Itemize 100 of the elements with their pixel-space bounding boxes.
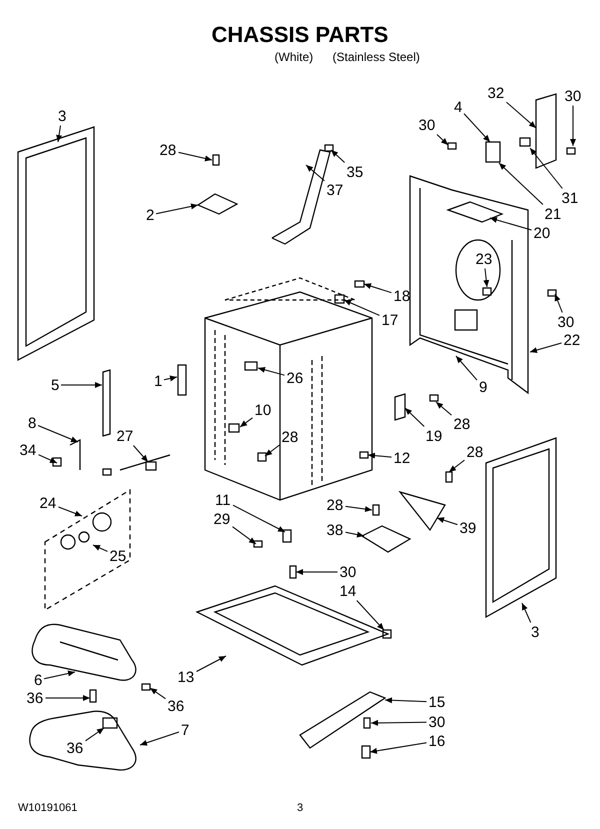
callout-number: 36	[168, 698, 184, 714]
callout-number: 7	[181, 722, 190, 738]
leader-line	[132, 445, 148, 462]
leader-line	[345, 532, 364, 538]
leader-line	[436, 402, 452, 416]
callout-number: 24	[40, 496, 56, 510]
leader-line	[45, 695, 90, 701]
leader-line	[344, 300, 380, 316]
leader-line	[498, 162, 544, 205]
callout-number: 4	[454, 100, 462, 114]
leader-line	[156, 204, 198, 214]
callout-number: 23	[476, 252, 492, 266]
leader-line	[436, 134, 448, 146]
leader-line	[196, 656, 226, 672]
leader-line	[38, 454, 58, 464]
callout-number: 11	[215, 492, 231, 508]
callout-number: 30	[564, 88, 582, 104]
callout-number: 21	[544, 206, 562, 222]
leader-line	[448, 460, 465, 472]
callout-number: 3	[531, 624, 540, 640]
leader-line	[140, 732, 180, 746]
leader-line	[345, 506, 372, 512]
callout-number: 37	[326, 182, 344, 198]
callout-number: 28	[160, 142, 176, 158]
leader-line	[164, 375, 178, 382]
callout-number: 27	[116, 428, 134, 444]
callout-number: 14	[340, 584, 356, 598]
callout-number: 28	[466, 444, 484, 460]
leader-line	[330, 150, 346, 163]
callout-number: 12	[394, 450, 410, 466]
callout-number: 28	[326, 498, 344, 512]
callout-number: 25	[110, 548, 126, 564]
color-note: (Stainless Steel)	[332, 51, 420, 63]
callout-number: 31	[562, 190, 578, 206]
callout-number: 16	[428, 734, 446, 748]
callout-number: 28	[282, 430, 298, 444]
leader-line	[356, 600, 384, 630]
callout-number: 6	[34, 672, 42, 688]
callout-number: 36	[66, 740, 84, 756]
callout-number: 32	[488, 86, 504, 100]
callout-number: 3	[58, 108, 66, 124]
leader-line	[404, 408, 425, 427]
callout-number: 18	[394, 288, 410, 304]
callout-number: 30	[340, 564, 356, 580]
leader-line	[58, 506, 82, 516]
callout-number: 10	[254, 402, 272, 418]
leader-line	[150, 688, 166, 700]
color-note: (White)	[274, 51, 314, 63]
leader-line	[56, 125, 62, 142]
document-number: W10191061	[18, 802, 78, 814]
callout-number: 30	[418, 118, 436, 132]
callout-number: 19	[426, 428, 442, 444]
leader-line	[60, 382, 102, 388]
callout-number: 30	[558, 314, 574, 330]
callout-number: 8	[28, 416, 36, 430]
callout-number: 29	[214, 512, 230, 526]
leader-line	[364, 283, 392, 294]
callout-number: 1	[154, 374, 162, 388]
diagram-title: CHASSIS PARTS	[212, 24, 388, 46]
leader-line	[464, 113, 490, 142]
leader-line	[436, 517, 458, 526]
callout-number: 38	[326, 522, 344, 538]
callout-number: 9	[479, 380, 488, 394]
page-number: 3	[297, 802, 304, 814]
leader-line	[44, 670, 76, 680]
callout-number: 15	[428, 694, 446, 710]
callout-number: 13	[178, 670, 194, 684]
leader-line	[370, 720, 427, 726]
leader-line	[258, 366, 285, 376]
callout-number: 20	[534, 226, 550, 240]
leader-line	[530, 342, 562, 353]
leader-line	[92, 544, 108, 552]
leader-line	[490, 217, 532, 230]
callout-number: 28	[454, 416, 470, 432]
callout-number: 39	[460, 520, 476, 536]
leader-line	[38, 425, 78, 442]
leader-line	[85, 728, 104, 742]
callout-number: 34	[20, 442, 36, 458]
leader-line	[554, 294, 563, 313]
callout-number: 26	[286, 370, 304, 386]
leader-line	[522, 602, 532, 623]
leader-line	[306, 164, 325, 182]
callout-number: 22	[564, 332, 580, 348]
leader-line	[178, 152, 212, 162]
leader-line	[483, 268, 490, 288]
leader-line	[530, 148, 563, 189]
callout-number: 35	[346, 164, 364, 180]
callout-number: 2	[146, 208, 154, 222]
leader-line	[232, 504, 286, 532]
leader-line	[296, 569, 338, 575]
callout-number: 17	[382, 312, 398, 328]
leader-line	[232, 526, 256, 544]
leader-line	[570, 105, 576, 146]
callout-number: 30	[428, 714, 446, 730]
leader-line	[264, 444, 280, 456]
leader-line	[370, 742, 427, 754]
callout-number: 5	[51, 378, 60, 392]
leader-line	[456, 356, 478, 381]
leader-line	[240, 417, 253, 428]
leader-line	[506, 102, 536, 128]
